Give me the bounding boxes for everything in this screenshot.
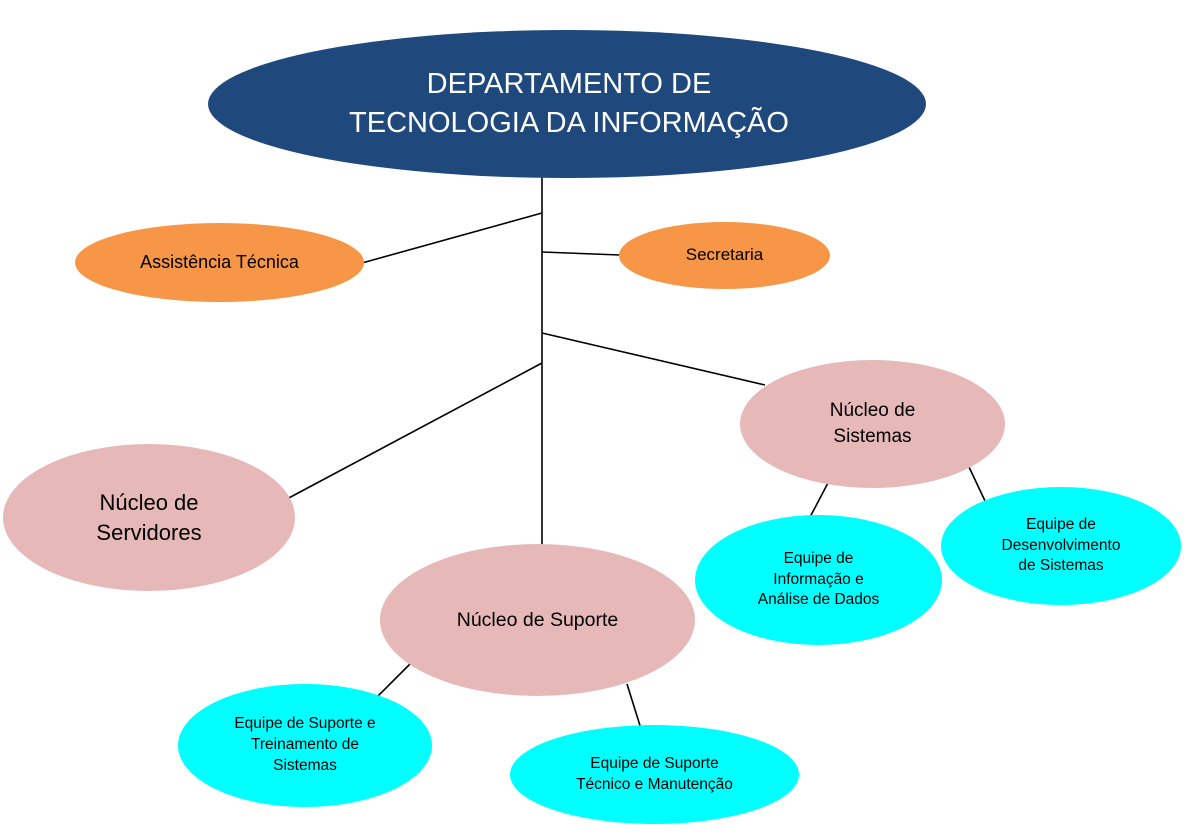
link-nucleo-servidores [284, 362, 543, 501]
link-assistencia-tecnica [361, 212, 543, 264]
link-equipe-suporte-treinamento [377, 663, 411, 697]
node-equipe-suporte-tecnico-label: Equipe de Suporte Técnico e Manutenção [576, 754, 733, 793]
link-equipe-suporte-tecnico [626, 683, 643, 733]
node-nucleo-servidores: Núcleo de Servidores [3, 444, 295, 591]
node-equipe-suporte-tecnico: Equipe de Suporte Técnico e Manutenção [510, 725, 799, 824]
node-assistencia-tecnica: Assistência Técnica [75, 223, 364, 302]
node-nucleo-suporte: Núcleo de Suporte [380, 544, 695, 696]
node-equipe-informacao-label: Equipe de Informação e Análise de Dados [757, 549, 880, 609]
link-equipe-informacao [807, 480, 830, 522]
link-secretaria [541, 251, 621, 256]
node-nucleo-suporte-label: Núcleo de Suporte [456, 608, 619, 631]
node-nucleo-servidores-label: Núcleo de Servidores [96, 489, 202, 545]
link-nucleo-sistemas [541, 332, 766, 386]
node-equipe-informacao: Equipe de Informação e Análise de Dados [695, 515, 942, 645]
node-nucleo-sistemas: Núcleo de Sistemas [740, 360, 1005, 488]
link-equipe-desenvolvimento [968, 466, 987, 504]
node-equipe-suporte-treinamento-label: Equipe de Suporte e Treinamento de Siste… [234, 715, 376, 774]
root-node-label: DEPARTAMENTO DE TECNOLOGIA DA INFORMAÇÃO [349, 67, 789, 139]
node-assistencia-tecnica-label: Assistência Técnica [140, 252, 299, 273]
node-secretaria: Secretaria [619, 222, 830, 289]
node-nucleo-sistemas-label: Núcleo de Sistemas [829, 400, 916, 447]
node-equipe-suporte-treinamento: Equipe de Suporte e Treinamento de Siste… [178, 684, 432, 807]
node-secretaria-label: Secretaria [685, 245, 764, 265]
node-equipe-desenvolvimento-label: Equipe de Desenvolvimento de Sistemas [1001, 515, 1121, 575]
node-equipe-desenvolvimento: Equipe de Desenvolvimento de Sistemas [941, 487, 1181, 605]
root-node-departamento-ti: DEPARTAMENTO DE TECNOLOGIA DA INFORMAÇÃO [208, 30, 926, 178]
